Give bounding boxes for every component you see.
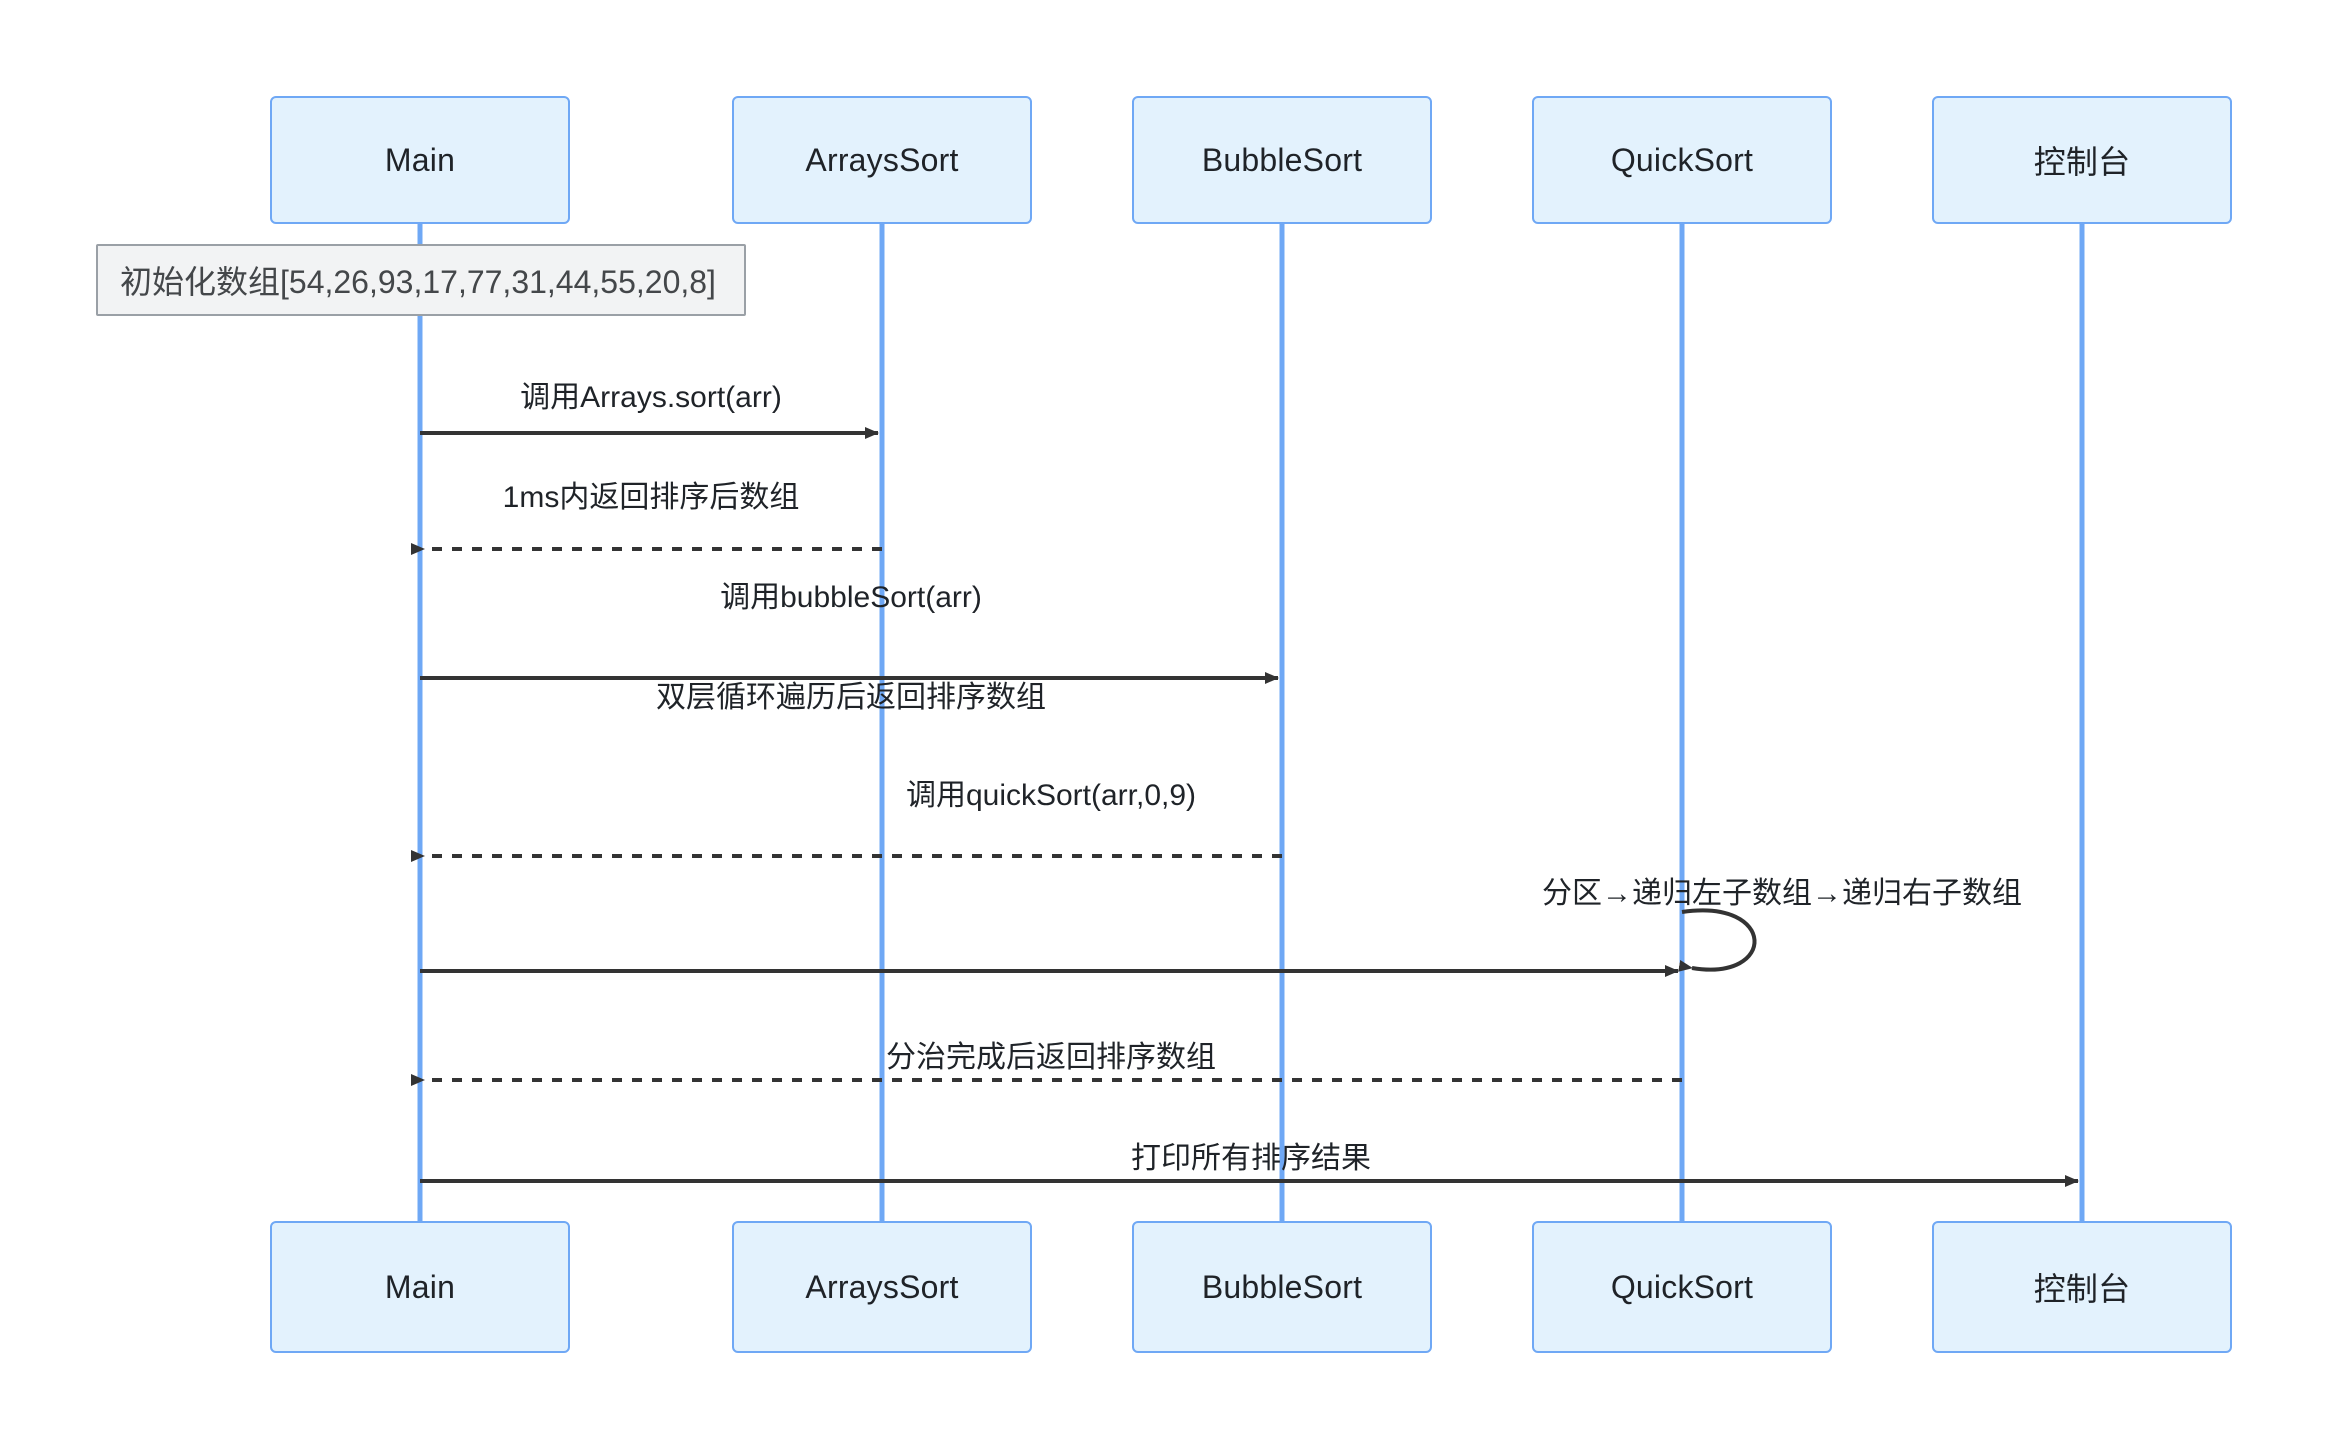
message-label-1: 调用Arrays.sort(arr) <box>520 381 782 414</box>
participant-label: 控制台 <box>2033 144 2131 180</box>
message-label-2: 1ms内返回排序后数组 <box>502 481 800 514</box>
participant-label: QuickSort <box>1610 141 1754 178</box>
note-text: 初始化数组[54,26,93,17,77,31,44,55,20,8] <box>120 264 716 300</box>
participant-box-bubblesort-top[interactable]: BubbleSort <box>1132 96 1432 224</box>
participant-box-console-top[interactable]: 控制台 <box>1932 96 2232 224</box>
participant-label: Main <box>384 1268 456 1305</box>
participant-box-quicksort-bottom[interactable]: QuickSort <box>1532 1221 1832 1353</box>
message-label-5: 调用quickSort(arr,0,9) <box>905 779 1197 812</box>
message-label-6: 分区→递归左子数组→递归右子数组 <box>1542 877 2022 910</box>
participant-box-quicksort-top[interactable]: QuickSort <box>1532 96 1832 224</box>
participant-label: Main <box>384 141 456 178</box>
participant-label: 控制台 <box>2033 1271 2131 1307</box>
message-label-3: 调用bubbleSort(arr) <box>720 581 982 614</box>
participant-label: ArraysSort <box>805 141 959 178</box>
participant-label: ArraysSort <box>805 1268 959 1305</box>
participant-label: BubbleSort <box>1201 1268 1363 1305</box>
participant-label: QuickSort <box>1610 1268 1754 1305</box>
message-label-7: 分治完成后返回排序数组 <box>886 1041 1216 1074</box>
participant-box-main-top[interactable]: Main <box>270 96 570 224</box>
participant-box-arrayssort-top[interactable]: ArraysSort <box>732 96 1032 224</box>
note-1: 初始化数组[54,26,93,17,77,31,44,55,20,8] <box>96 244 746 316</box>
message-label-8: 打印所有排序结果 <box>1131 1142 1371 1175</box>
participant-box-main-bottom[interactable]: Main <box>270 1221 570 1353</box>
participant-box-arrayssort-bottom[interactable]: ArraysSort <box>732 1221 1032 1353</box>
messages-group <box>411 427 2079 1187</box>
participant-box-console-bottom[interactable]: 控制台 <box>1932 1221 2232 1353</box>
message-arrow-self-6 <box>1678 908 1757 972</box>
participant-box-bubblesort-bottom[interactable]: BubbleSort <box>1132 1221 1432 1353</box>
message-label-4: 双层循环遍历后返回排序数组 <box>656 681 1046 714</box>
participant-label: BubbleSort <box>1201 141 1363 178</box>
lifelines-group <box>417 224 2085 1221</box>
